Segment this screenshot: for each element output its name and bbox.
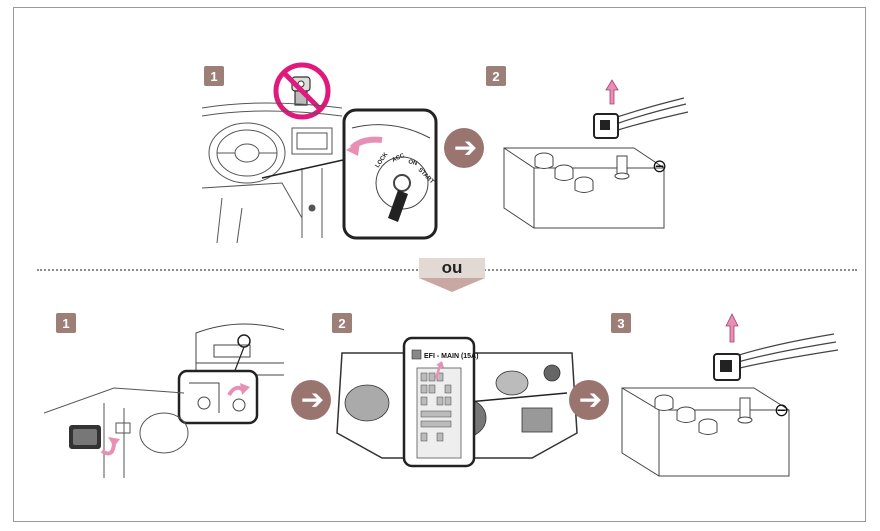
dashboard-ignition-illustration: LOCK ACC ON START [202, 98, 442, 243]
step-1-badge-top: 1 [204, 66, 224, 86]
negative-terminal-icon: ⊖ [774, 400, 789, 421]
next-step-arrow-icon: ➔ [291, 380, 331, 420]
negative-terminal-icon: ⊖ [652, 156, 667, 177]
lift-up-arrow-icon [726, 314, 738, 342]
down-chevron-icon [419, 278, 485, 292]
next-step-arrow-icon: ➔ [444, 128, 484, 168]
svg-text:EFI - MAIN (15A): EFI - MAIN (15A) [424, 353, 478, 360]
lift-up-arrow-icon [606, 80, 618, 104]
step-2-badge-bottom: 2 [332, 313, 352, 333]
battery-disconnect-illustration-bottom: ⊖ [614, 308, 844, 483]
battery-disconnect-illustration-top: ⊖ [494, 78, 694, 238]
or-label: ou [419, 258, 485, 278]
hood-release-illustration [44, 313, 284, 478]
engine-fuse-box-illustration: EFI - MAIN (15A) [332, 333, 582, 473]
next-step-arrow-icon: ➔ [569, 380, 609, 420]
instruction-figure: 1 [13, 7, 866, 522]
